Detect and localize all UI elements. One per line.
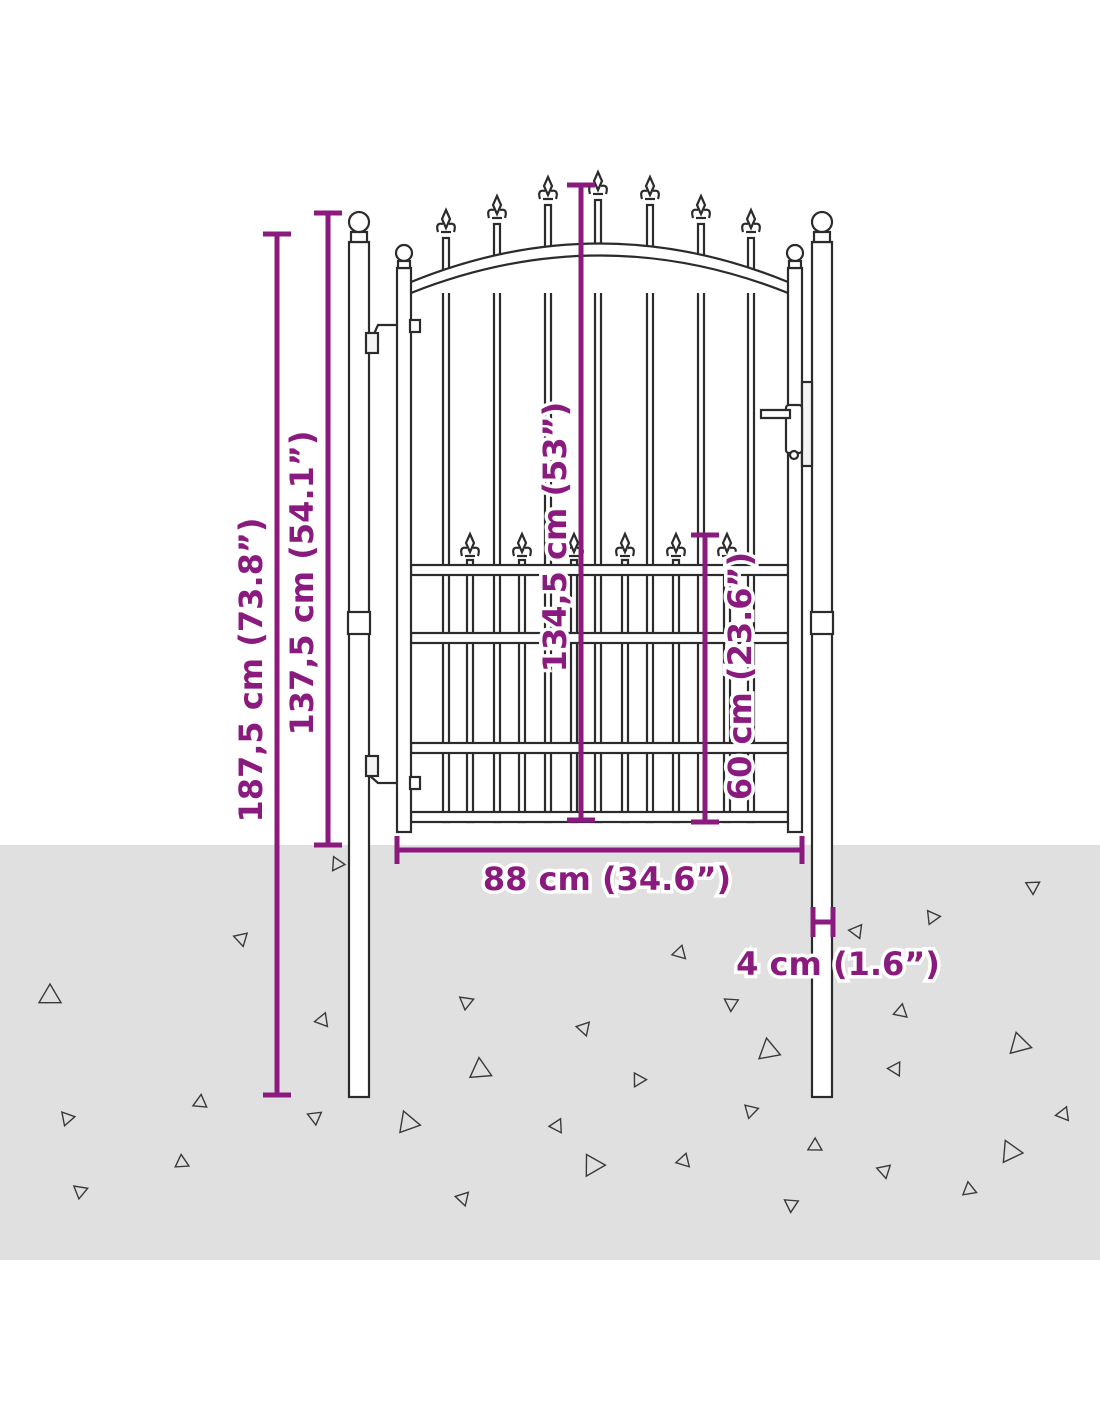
pebble [806, 1136, 824, 1151]
width-label: 88 cm (34.6”) [483, 860, 731, 898]
pebble [574, 1021, 591, 1038]
left-post [346, 210, 372, 1099]
pebble [306, 1111, 323, 1127]
lower-panel-height-label: 60 cm (23.6”) [721, 552, 759, 800]
pebble [458, 996, 475, 1012]
pebble [191, 1093, 208, 1108]
pebble [232, 932, 249, 948]
dimension-lines [263, 182, 836, 1098]
pebble [453, 1191, 470, 1208]
lock-handle [759, 380, 814, 468]
short-bar [717, 531, 737, 824]
pebble [633, 1071, 648, 1089]
pebble [723, 998, 740, 1013]
pebble [1054, 1105, 1070, 1122]
pebble [1009, 1031, 1033, 1055]
pebble [757, 1036, 782, 1060]
top-hinge [364, 318, 422, 355]
pebble [585, 1153, 607, 1178]
pebble [72, 1185, 89, 1201]
short-bar [460, 531, 480, 824]
gate-height-label: 137,5 cm (54.1”) [283, 430, 321, 735]
short-bar [512, 531, 532, 824]
ground-pebbles [37, 855, 1070, 1214]
pebble [313, 1011, 329, 1028]
pebble [743, 1104, 760, 1120]
pebble [847, 923, 863, 940]
bottom-hinge [364, 754, 422, 791]
tall-bar [436, 207, 456, 824]
pebble [670, 943, 687, 960]
pebble [1024, 881, 1041, 896]
total-height-label: 187,5 cm (73.8”) [232, 517, 270, 822]
short-bar [666, 531, 686, 824]
pebble [468, 1056, 493, 1079]
pebble [961, 1180, 978, 1196]
inner-height-label: 134,5 cm (53”) [536, 402, 574, 673]
pebble [399, 1109, 422, 1134]
pebble [892, 1002, 908, 1018]
pebble [37, 982, 63, 1004]
right-post [809, 210, 835, 1099]
pebble [60, 1110, 77, 1128]
ground-area [0, 845, 1100, 1260]
pebble [926, 909, 942, 926]
pebble [331, 855, 347, 872]
pebble [886, 1060, 901, 1078]
pebble [783, 1199, 800, 1214]
pebble [875, 1164, 892, 1180]
pebble [174, 1153, 191, 1168]
gate-panel [364, 169, 814, 834]
pebble [547, 1117, 563, 1134]
pebble [674, 1151, 691, 1168]
post-width-label: 4 cm (1.6”) [736, 945, 940, 983]
pebble [1002, 1139, 1025, 1164]
short-bar [615, 531, 635, 824]
